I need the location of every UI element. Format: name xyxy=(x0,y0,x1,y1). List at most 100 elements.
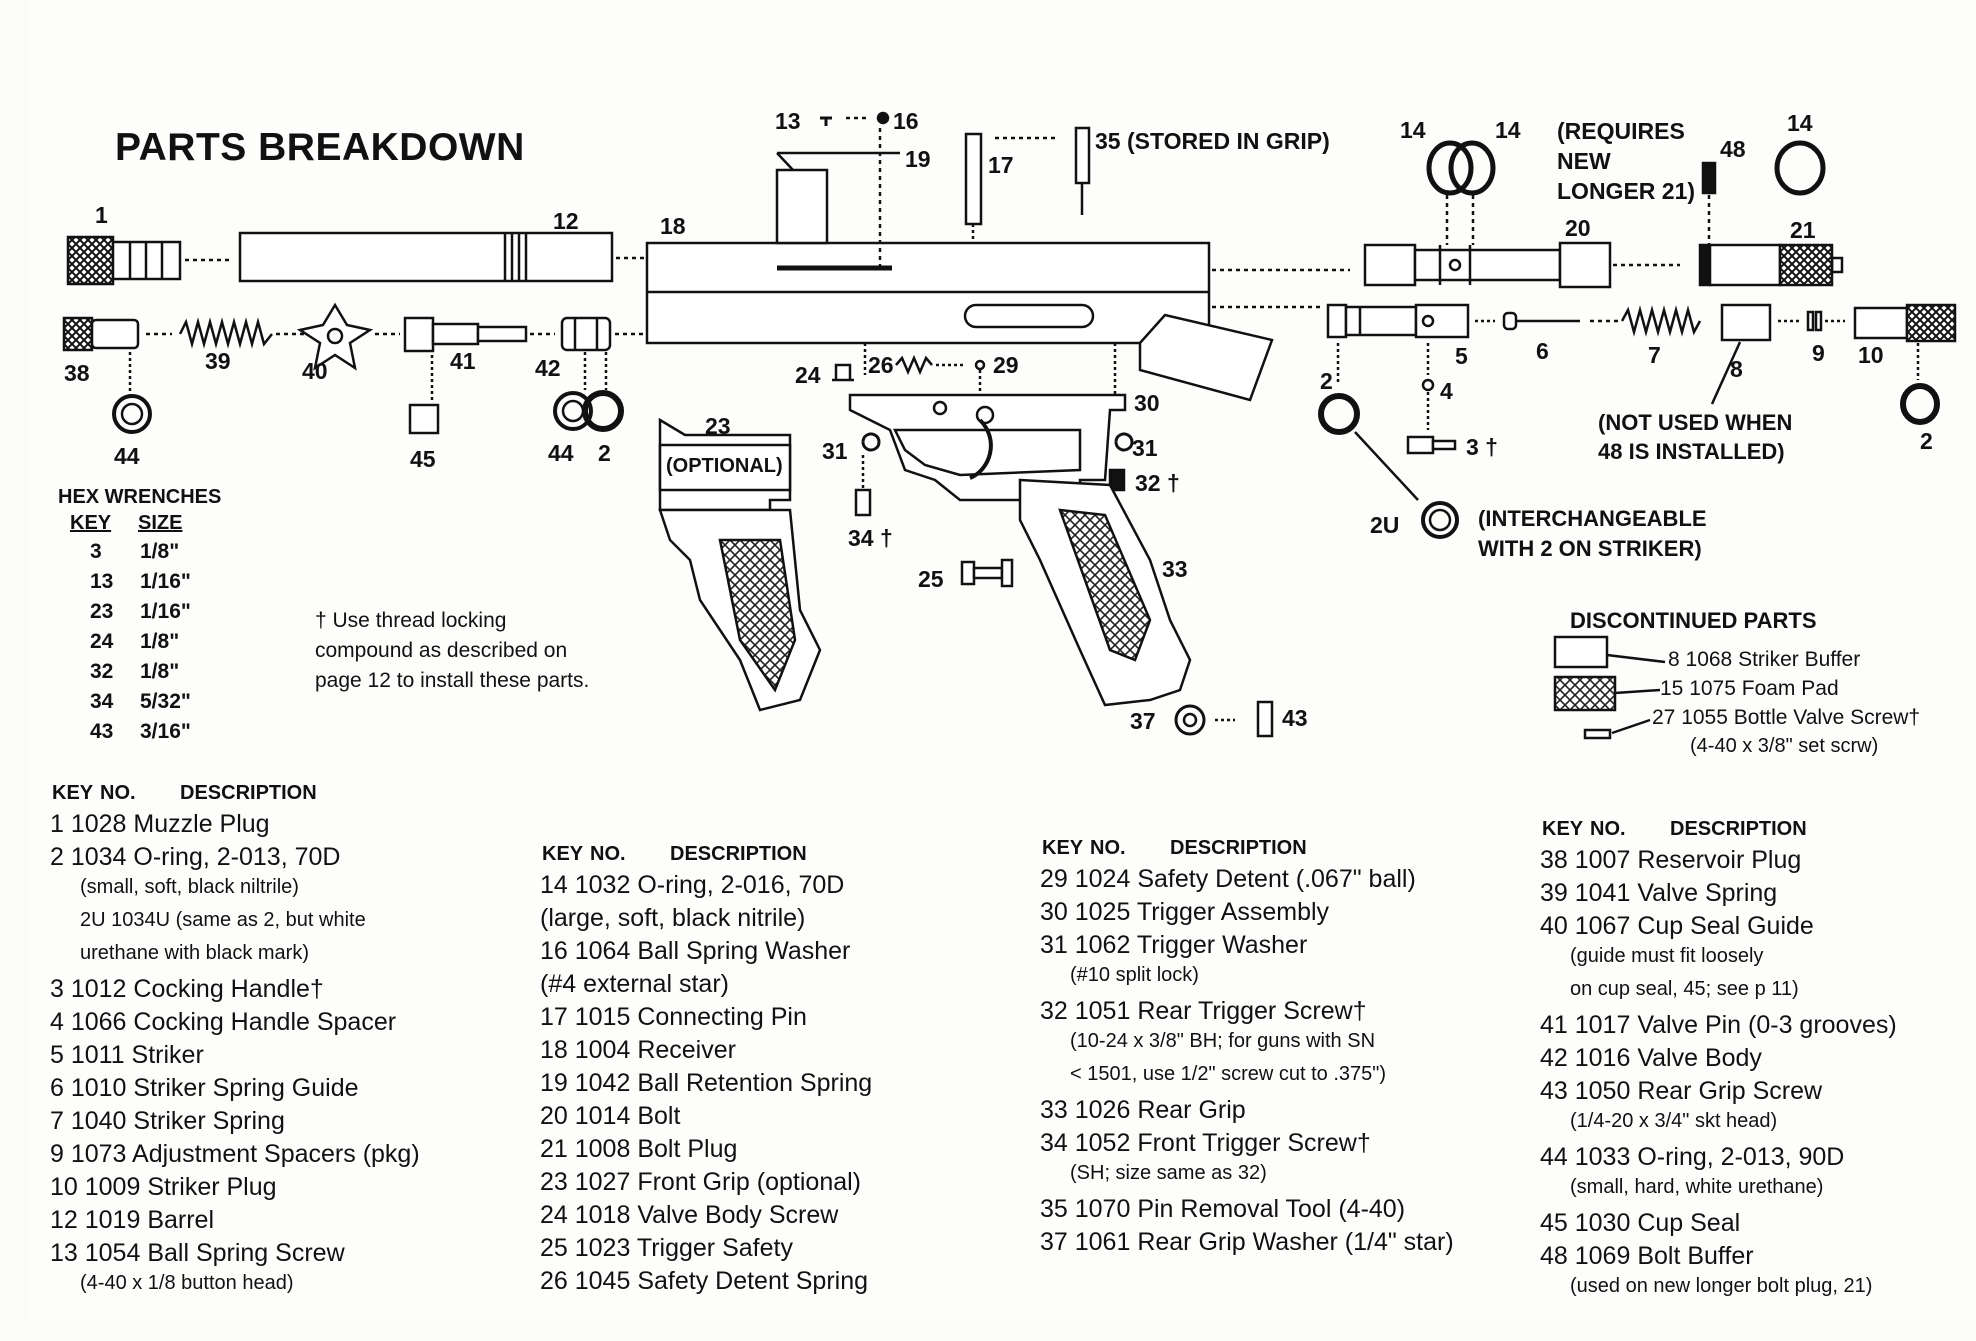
parts-list-row: 30 1025 Trigger Assembly xyxy=(1040,898,1330,926)
part-number-label: 3 † xyxy=(1466,434,1498,460)
rear-grip-part xyxy=(1018,478,1192,707)
parts-list-row: (#4 external star) xyxy=(540,970,729,998)
parts-list-row: 14 1032 O-ring, 2-016, 70D xyxy=(540,871,845,899)
parts-list-row: 7 1040 Striker Spring xyxy=(50,1107,285,1135)
table-header-key: KEY xyxy=(1542,818,1584,840)
part-number-label: 24 xyxy=(795,362,821,388)
parts-list-row: < 1501, use 1/2" screw cut to .375") xyxy=(1070,1063,1387,1085)
parts-list-row: 17 1015 Connecting Pin xyxy=(540,1003,807,1031)
table-header-key: KEY xyxy=(542,843,584,865)
part-number-label: 10 xyxy=(1858,342,1884,368)
hex-wrench-key: 34 xyxy=(90,690,114,713)
parts-list-row: 40 1067 Cup Seal Guide xyxy=(1540,912,1814,940)
part-number-label: 37 xyxy=(1130,708,1156,734)
parts-list-row: 35 1070 Pin Removal Tool (4-40) xyxy=(1040,1195,1406,1223)
part-number-label: 18 xyxy=(660,213,686,239)
part-number-label: 19 xyxy=(905,146,931,172)
part-number-label: 31 xyxy=(822,438,848,464)
parts-list-row: (#10 split lock) xyxy=(1070,964,1199,986)
part-number-label: 13 xyxy=(775,108,801,134)
hex-wrench-size: 1/8" xyxy=(140,660,180,683)
part-number-label: 48 xyxy=(1720,136,1746,162)
discontinued-item: 15 1075 Foam Pad xyxy=(1660,677,1839,700)
table-header-desc: DESCRIPTION xyxy=(670,843,807,865)
parts-list-row: 9 1073 Adjustment Spacers (pkg) xyxy=(50,1140,420,1168)
table-header-desc: DESCRIPTION xyxy=(1170,837,1307,859)
hex-wrench-key: 3 xyxy=(90,540,102,563)
parts-list-row: 32 1051 Rear Trigger Screw† xyxy=(1040,997,1367,1025)
parts-list-row: 37 1061 Rear Grip Washer (1/4" star) xyxy=(1040,1228,1454,1256)
parts-list-row: (10-24 x 3/8" BH; for guns with SN xyxy=(1070,1030,1376,1052)
part-number-label: 44 xyxy=(548,440,574,466)
parts-list-row: 1 1028 Muzzle Plug xyxy=(50,810,270,838)
table-header-no: NO. xyxy=(100,782,136,804)
muzzle-plug-part xyxy=(66,235,182,286)
table-header-no: NO. xyxy=(1590,818,1626,840)
part-number-label: 14 xyxy=(1495,117,1521,143)
part-number-label: 16 xyxy=(893,108,919,134)
page-title: PARTS BREAKDOWN xyxy=(115,126,525,169)
parts-list-row: on cup seal, 45; see p 11) xyxy=(1570,978,1799,1000)
parts-list-row: 41 1017 Valve Pin (0-3 grooves) xyxy=(1540,1011,1897,1039)
part-number-label: 40 xyxy=(302,358,328,384)
part-number-label: 33 xyxy=(1162,556,1188,582)
thread-note-line-3: page 12 to install these parts. xyxy=(315,669,590,692)
parts-list-row: 3 1012 Cocking Handle† xyxy=(50,975,324,1003)
parts-list-row: 43 1050 Rear Grip Screw xyxy=(1540,1077,1823,1105)
part-number-label: 7 xyxy=(1648,342,1661,368)
parts-list-row: 16 1064 Ball Spring Washer xyxy=(540,937,851,965)
part-number-label: 23 xyxy=(705,413,731,439)
hex-wrench-size: 5/32" xyxy=(140,690,191,713)
parts-list-row: 19 1042 Ball Retention Spring xyxy=(540,1069,873,1097)
parts-list-row: (small, soft, black niltrile) xyxy=(80,876,299,898)
part-number-label: 2 xyxy=(1320,368,1333,394)
part-number-label: 2U xyxy=(1370,512,1400,538)
hex-wrench-key: 13 xyxy=(90,570,114,593)
part-number-label: 1 xyxy=(95,202,108,228)
parts-list-row: 4 1066 Cocking Handle Spacer xyxy=(50,1008,397,1036)
hex-wrench-size: 1/16" xyxy=(140,570,191,593)
parts-list-row: 39 1041 Valve Spring xyxy=(1540,879,1778,907)
part-number-label: 42 xyxy=(535,355,561,381)
part-number-label: 14 xyxy=(1400,117,1426,143)
part-number-label: 26 xyxy=(868,352,894,378)
hex-wrench-key: 32 xyxy=(90,660,114,683)
part-number-label: 39 xyxy=(205,348,231,374)
part-number-label: 4 xyxy=(1440,378,1453,404)
part-number-label: 34 † xyxy=(848,525,893,551)
parts-list-row: 48 1069 Bolt Buffer xyxy=(1540,1242,1754,1270)
parts-list-row: (SH; size same as 32) xyxy=(1070,1162,1267,1184)
parts-list-row: 34 1052 Front Trigger Screw† xyxy=(1040,1129,1371,1157)
requires-new-line-2: NEW xyxy=(1557,148,1611,174)
bolt-part xyxy=(1363,241,1612,289)
part-number-label: 9 xyxy=(1812,340,1825,366)
part-number-label: 21 xyxy=(1790,217,1816,243)
trigger-assembly-part xyxy=(848,393,1127,502)
part-number-label: 2 xyxy=(1920,428,1933,454)
parts-list-row: 5 1011 Striker xyxy=(50,1041,204,1069)
table-header-desc: DESCRIPTION xyxy=(1670,818,1807,840)
interchangeable-line-2: WITH 2 ON STRIKER) xyxy=(1478,536,1702,561)
table-header-no: NO. xyxy=(590,843,626,865)
parts-list-row: 29 1024 Safety Detent (.067" ball) xyxy=(1040,865,1416,893)
parts-list-row: (4-40 x 1/8 button head) xyxy=(80,1272,294,1294)
parts-list-row: (large, soft, black nitrile) xyxy=(540,904,806,932)
part-number-label: 12 xyxy=(553,208,579,234)
part-number-label: 38 xyxy=(64,360,90,386)
part-number-label: 25 xyxy=(918,566,944,592)
part-number-label: 30 xyxy=(1134,390,1160,416)
part-number-label: 2 xyxy=(598,440,611,466)
table-header-key: KEY xyxy=(52,782,94,804)
parts-list-row: 21 1008 Bolt Plug xyxy=(540,1135,738,1163)
parts-list-row: 10 1009 Striker Plug xyxy=(50,1173,277,1201)
not-used-line-1: (NOT USED WHEN xyxy=(1598,410,1793,435)
part-number-label: 17 xyxy=(988,152,1014,178)
part-number-label: 29 xyxy=(993,352,1019,378)
thread-note-line-1: † Use thread locking xyxy=(315,609,507,632)
not-used-line-2: 48 IS INSTALLED) xyxy=(1598,439,1785,464)
hex-key-header: KEY xyxy=(70,512,112,534)
parts-list-row: 6 1010 Striker Spring Guide xyxy=(50,1074,359,1102)
parts-list-row: 25 1023 Trigger Safety xyxy=(540,1234,793,1262)
